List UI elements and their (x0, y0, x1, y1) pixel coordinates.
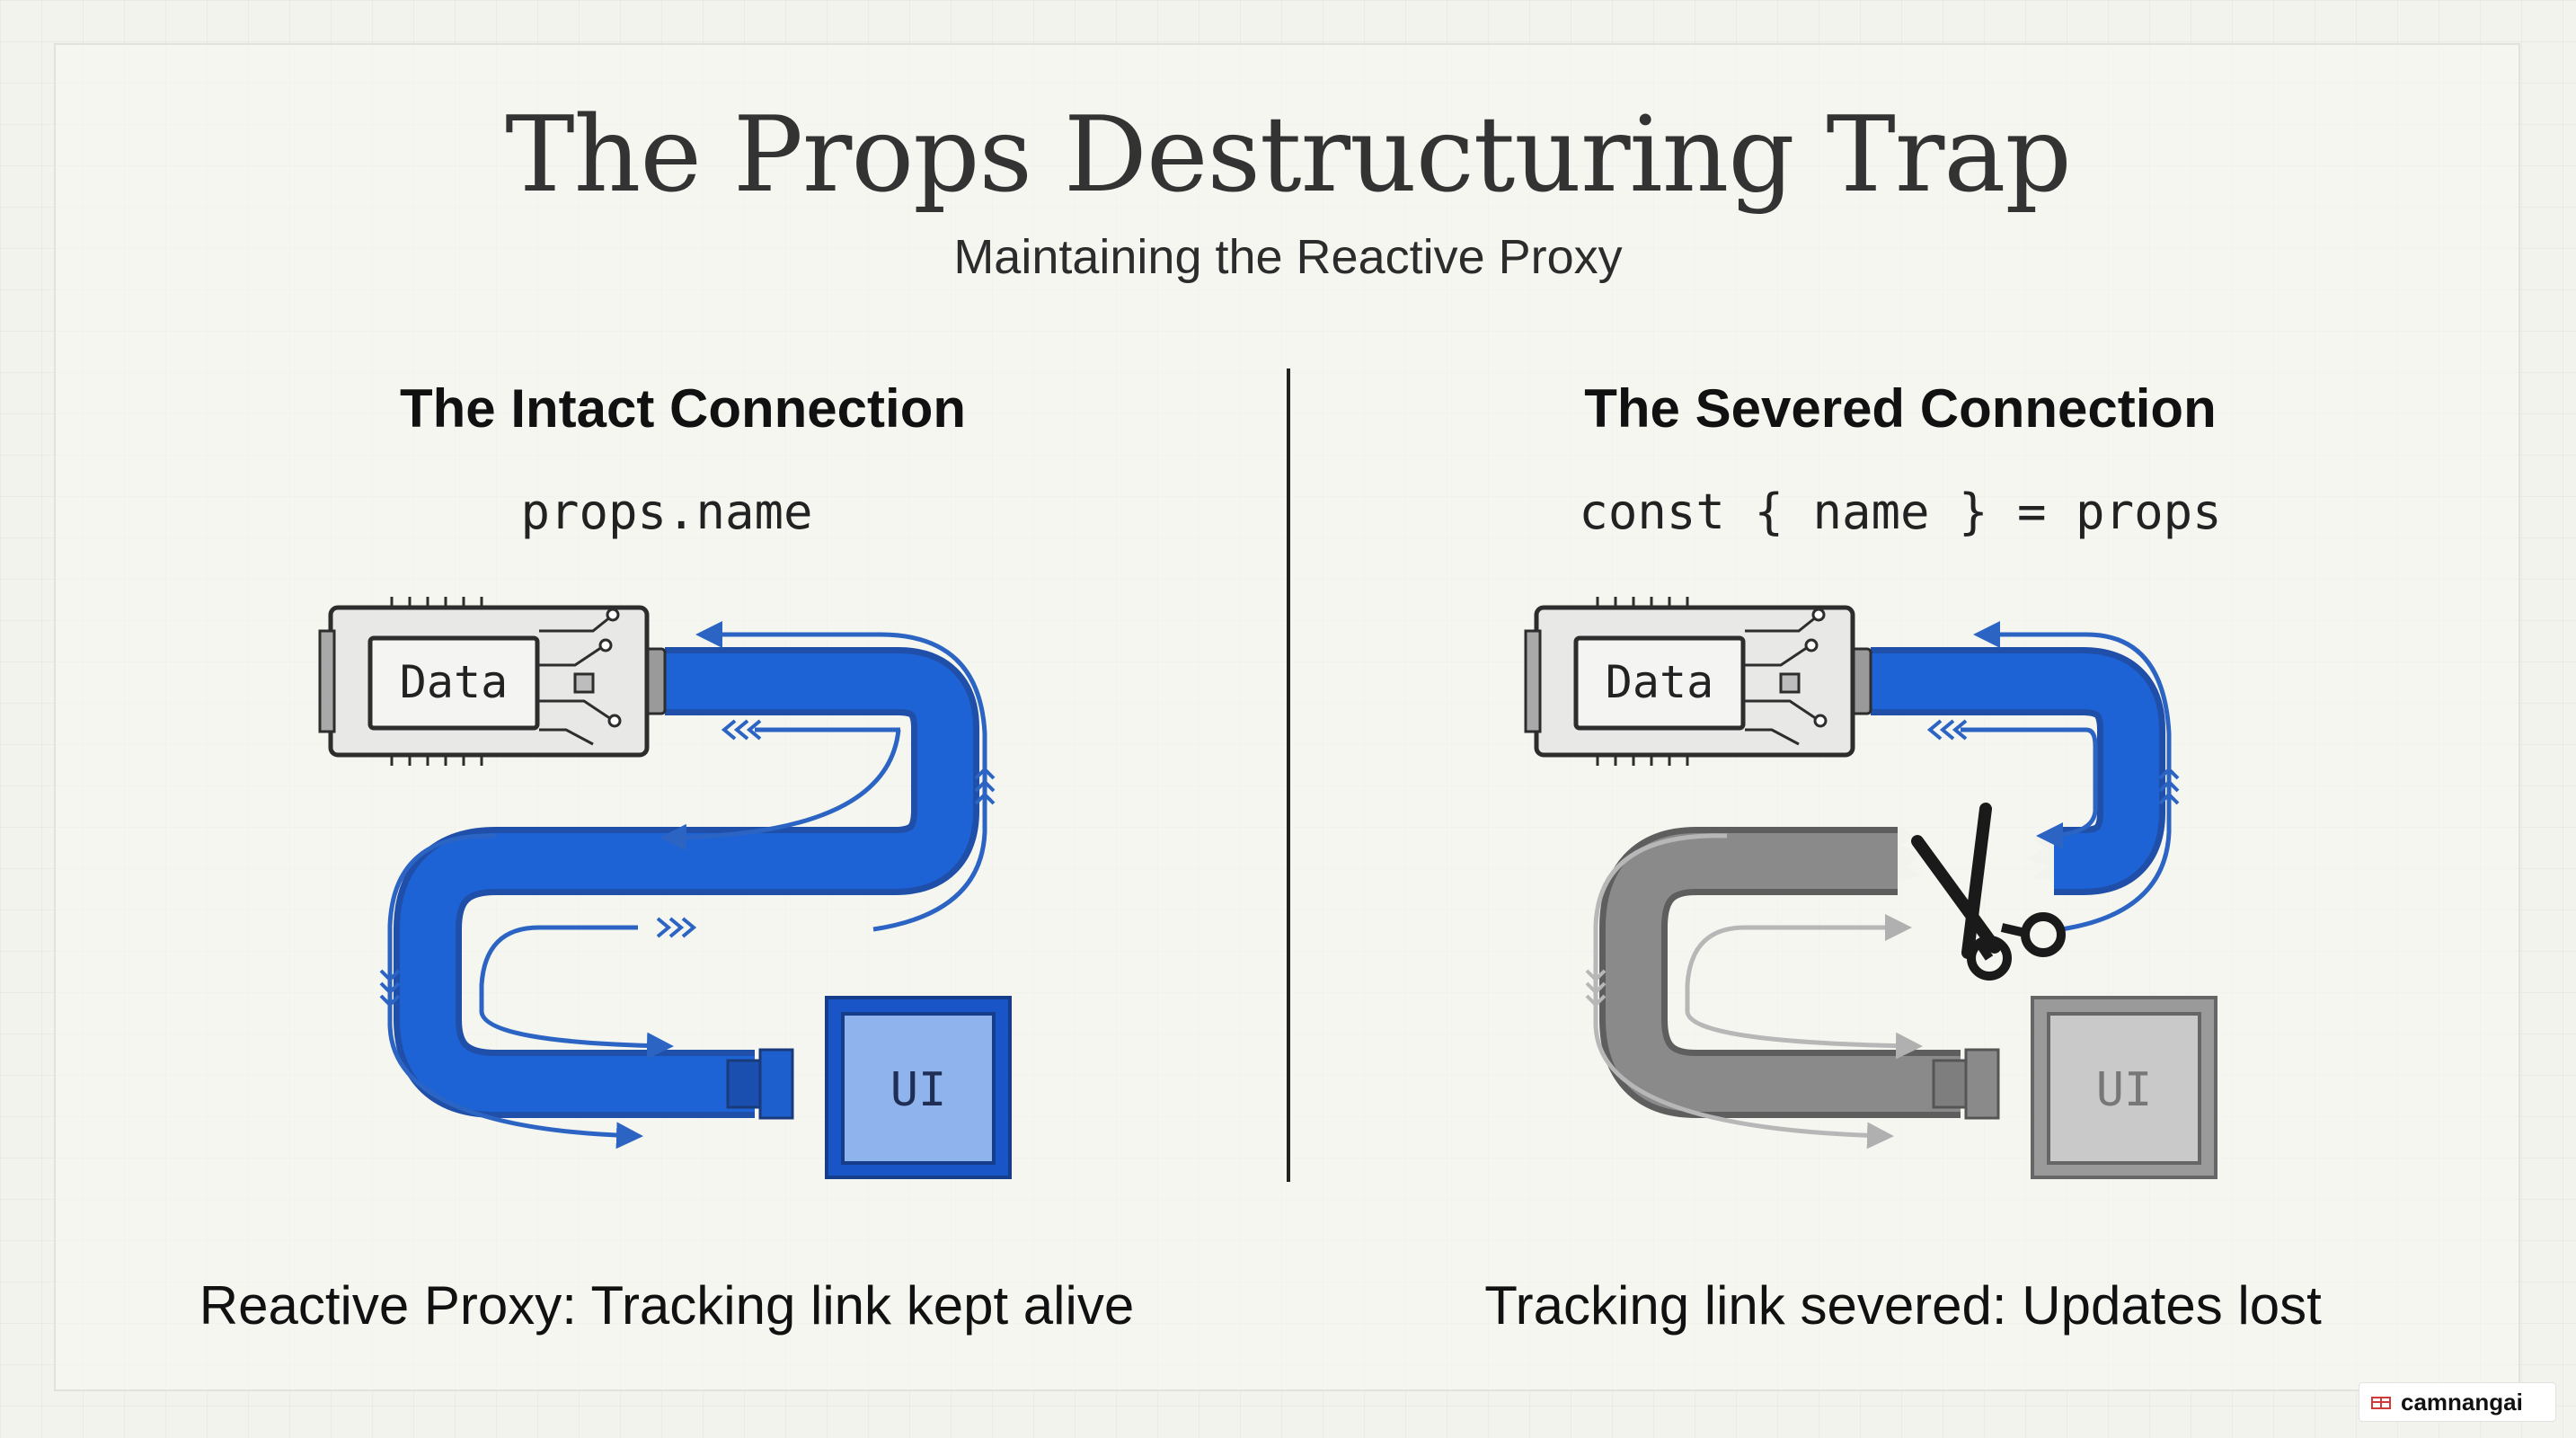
severed-caption: Tracking link severed: Updates lost (1484, 1275, 2322, 1336)
gray-cable-severed (1599, 827, 1961, 1118)
data-chip: Data (1524, 597, 1855, 766)
ui-box: UI (825, 996, 1012, 1179)
flow-arrows-active (1961, 621, 2172, 932)
cable-plug-ui (726, 1048, 794, 1120)
watermark-text: camnangai (2401, 1388, 2523, 1416)
intact-code: props.name (520, 484, 813, 540)
cable-plug-ui-gray (1932, 1048, 2000, 1120)
intact-connection-diagram: Data UI (318, 597, 1012, 1179)
chevron-marks (379, 719, 996, 1007)
ui-box-disconnected: UI (2031, 996, 2217, 1179)
data-chip: Data (318, 597, 650, 766)
intact-caption: Reactive Proxy: Tracking link kept alive (199, 1275, 1135, 1336)
watermark-badge: camnangai (2359, 1382, 2556, 1422)
ui-box-label: UI (890, 1063, 947, 1117)
slide-title: The Props Destructuring Trap (505, 94, 2071, 216)
panel-divider (1287, 368, 1290, 1182)
flow-arrows (387, 621, 987, 1150)
slide-subtitle: Maintaining the Reactive Proxy (953, 230, 1623, 284)
ui-box-label: UI (2096, 1063, 2153, 1117)
scissors-icon (1911, 803, 2066, 981)
flow-arrows-lost (1593, 833, 1923, 1150)
severed-connection-diagram: Data UI (1524, 597, 2217, 1179)
data-chip-label: Data (400, 656, 508, 708)
severed-heading: The Severed Connection (1584, 378, 2217, 439)
watermark-logo-icon (2371, 1397, 2391, 1409)
severed-code: const { name } = props (1579, 484, 2222, 540)
intact-heading: The Intact Connection (400, 378, 966, 439)
data-chip-label: Data (1606, 656, 1713, 708)
